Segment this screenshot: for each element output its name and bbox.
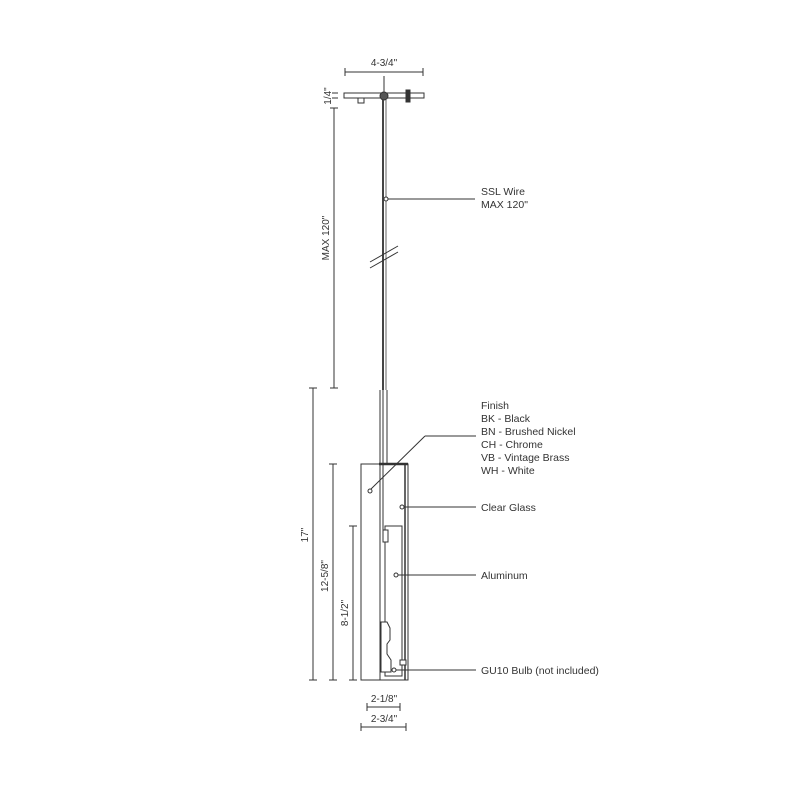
finish-option-bn: BN - Brushed Nickel bbox=[481, 426, 576, 438]
finish-title: Finish bbox=[481, 400, 509, 412]
canopy-width-dimension bbox=[344, 68, 424, 76]
wire-length-dimension bbox=[330, 107, 338, 389]
glass-width-label: 2-1/8" bbox=[371, 694, 398, 705]
ssl-wire bbox=[369, 100, 475, 390]
finish-option-ch: CH - Chrome bbox=[481, 439, 543, 451]
wire-callout-line2: MAX 120" bbox=[481, 199, 528, 211]
shade-width-dimension bbox=[360, 723, 407, 731]
aluminum-leader bbox=[393, 572, 476, 578]
finish-option-bk: BK - Black bbox=[481, 413, 531, 425]
shade-height-label: 12-5/8" bbox=[320, 560, 331, 592]
glass-height-dimension bbox=[349, 525, 357, 681]
bulb-callout: GU10 Bulb (not included) bbox=[481, 665, 599, 677]
overall-height-dimension bbox=[309, 387, 317, 681]
shade-width-label: 2-3/4" bbox=[371, 714, 398, 725]
wire-length-label: MAX 120" bbox=[321, 215, 332, 260]
overall-height-label: 17" bbox=[300, 527, 311, 542]
glass-leader bbox=[399, 504, 476, 510]
finish-option-vb: VB - Vintage Brass bbox=[481, 452, 570, 464]
shade-height-dimension bbox=[329, 463, 337, 681]
finish-leader bbox=[367, 435, 476, 494]
finish-option-wh: WH - White bbox=[481, 465, 535, 477]
glass-width-dimension bbox=[366, 703, 401, 711]
canopy-height-label: 1/4" bbox=[323, 87, 334, 105]
canopy-width-label: 4-3/4" bbox=[371, 58, 398, 69]
shade-body bbox=[360, 462, 409, 681]
stem bbox=[379, 390, 388, 463]
glass-callout: Clear Glass bbox=[481, 502, 536, 514]
bulb-leader bbox=[391, 667, 476, 673]
glass-height-label: 8-1/2" bbox=[340, 599, 351, 626]
wire-callout-line1: SSL Wire bbox=[481, 186, 525, 198]
aluminum-callout: Aluminum bbox=[481, 570, 528, 582]
canopy-height-dimension bbox=[332, 92, 338, 99]
canopy bbox=[343, 76, 425, 104]
